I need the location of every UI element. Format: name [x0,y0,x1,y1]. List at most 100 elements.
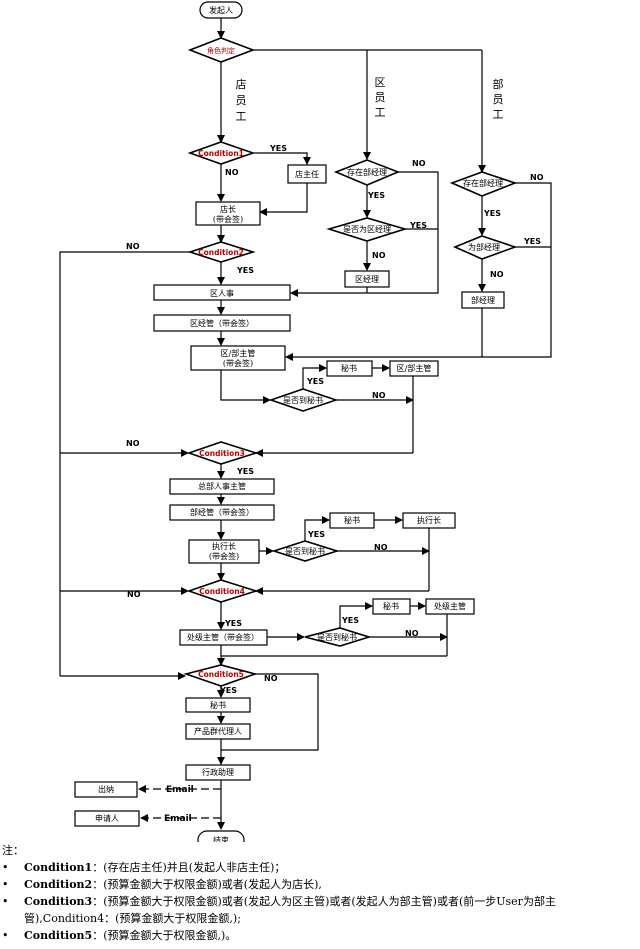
note-item: Condition5：(预算金额大于权限金额,)。 [0,927,640,944]
svg-text:员: 员 [236,94,247,107]
svg-text:NO: NO [372,251,386,260]
svg-text:总部人事主管: 总部人事主管 [198,481,246,491]
svg-text:员: 员 [493,93,504,106]
decision-role: 角色判定 [187,37,256,63]
note-key: Condition5 [24,929,93,942]
svg-text:角色判定: 角色判定 [207,46,235,55]
svg-text:(带会签): (带会签) [209,551,239,561]
box-hq-hr-head: 总部人事主管 [169,478,275,495]
svg-text:出纳: 出纳 [98,784,114,794]
svg-text:区经管（带会签）: 区经管（带会签） [190,318,254,328]
note-text: ：(存在店主任)并且(发起人非店主任)； [92,861,286,874]
box-store-mgr: 店主任 [287,164,327,184]
decision-condition4: Condition4 [186,579,259,603]
svg-text:工: 工 [236,110,247,123]
svg-text:Email: Email [166,785,194,795]
branch-label-dept: 部 员 工 [493,77,504,121]
svg-text:Condition2: Condition2 [198,248,244,257]
svg-text:秘书: 秘书 [383,601,399,611]
box-product-agent: 产品群代理人 [185,723,251,740]
svg-text:存在部经理: 存在部经理 [347,167,387,177]
svg-text:店: 店 [236,77,247,91]
svg-text:区: 区 [375,76,386,89]
svg-text:Condition4: Condition4 [199,587,245,596]
svg-text:(带会签): (带会签) [213,214,243,224]
svg-text:NO: NO [264,674,278,683]
box-exec-head: 执行长 (带会签) [188,539,260,564]
decision-condition5: Condition5 [183,664,258,687]
decision-is-region-mgr: 是否为区经理 [326,217,408,242]
box-store-head: 店长 (带会签) [195,201,261,226]
svg-text:NO: NO [490,270,504,279]
svg-text:为部经理: 为部经理 [468,242,500,252]
svg-text:Condition5: Condition5 [198,670,244,679]
svg-text:YES: YES [367,191,385,200]
svg-text:区/部主管: 区/部主管 [221,348,256,358]
box-secretary3: 秘书 [372,598,411,615]
svg-text:行政助理: 行政助理 [202,767,234,777]
svg-text:NO: NO [374,543,388,552]
svg-text:是否为区经理: 是否为区经理 [343,224,391,234]
box-division-head2: 处级主管 [425,598,475,615]
svg-text:秘书: 秘书 [344,515,360,525]
connectors [59,18,552,830]
svg-text:区/部主管: 区/部主管 [397,363,432,373]
box-cashier: 出纳 [74,781,138,798]
svg-text:店主任: 店主任 [295,169,319,179]
box-applicant: 申请人 [74,810,140,827]
svg-text:处级主管（带会签）: 处级主管（带会签） [187,632,259,642]
box-region-manage: 区经管（带会签） [153,314,291,332]
notes-heading: 注： [2,844,24,857]
svg-text:存在部经理: 存在部经理 [463,178,503,188]
note-text: ：(预算金额大于权限金额,)。 [92,929,237,942]
svg-text:是否到秘书: 是否到秘书 [285,546,325,556]
svg-text:秘书: 秘书 [341,363,357,373]
svg-text:申请人: 申请人 [95,813,119,823]
svg-text:NO: NO [225,168,239,177]
svg-text:员: 员 [375,91,386,104]
end-terminal: 结束 [197,830,245,842]
box-dept-manage: 部经管（带会签） [169,504,275,521]
box-exec-head2: 执行长 [402,512,456,529]
svg-text:YES: YES [523,237,541,246]
svg-text:YES: YES [307,530,325,539]
box-secretary1: 秘书 [326,360,373,377]
box-admin-assistant: 行政助理 [185,764,251,781]
svg-text:NO: NO [412,159,426,168]
svg-text:部经理: 部经理 [471,295,495,305]
svg-text:工: 工 [493,108,504,121]
decision-to-secretary1: 是否到秘书 [268,388,339,412]
box-dept-mgr: 部经理 [461,291,505,309]
svg-text:Email: Email [164,814,192,824]
notes: 注： Condition1：(存在店主任)并且(发起人非店主任)； Condit… [0,842,640,944]
svg-text:Condition3: Condition3 [199,449,245,458]
decision-condition1: Condition1 [187,141,256,165]
edge-labels: YES NO NO YES YES NO NO YES YES NO NO YE… [126,144,544,824]
svg-text:部: 部 [493,77,504,91]
svg-text:(带会签): (带会签) [223,358,253,368]
svg-text:秘书: 秘书 [210,700,226,710]
decision-condition3: Condition3 [186,441,259,465]
flowchart: 发起人 结束 角色判定 Condition1 存在部经理 是否为区经理 存在部经… [59,1,552,842]
box-secretary4: 秘书 [185,697,251,713]
decision-is-dept-mgr: 为部经理 [452,235,518,260]
svg-text:YES: YES [219,686,237,695]
svg-text:执行长: 执行长 [212,541,236,551]
svg-text:区经理: 区经理 [355,274,379,284]
decision-to-secretary3: 是否到秘书 [304,627,372,647]
start-terminal: 发起人 [199,1,243,19]
note-text: ：(预算金额大于权限金额)或者(发起人为区主管)或者(发起人为部主管)或者(前一… [24,895,556,925]
box-region-dept-head: 区/部主管 (带会签) [190,345,286,371]
svg-text:YES: YES [236,266,254,275]
box-secretary2: 秘书 [329,512,375,529]
note-key: Condition3 [24,895,93,908]
decision-has-dept-mgr: 存在部经理 [449,171,518,197]
note-item: Condition1：(存在店主任)并且(发起人非店主任)； [0,859,640,876]
svg-text:工: 工 [375,106,386,119]
svg-text:YES: YES [341,616,359,625]
svg-text:YES: YES [306,377,324,386]
svg-text:NO: NO [372,391,386,400]
svg-text:区人事: 区人事 [210,288,234,298]
svg-text:YES: YES [224,619,242,628]
note-key: Condition2 [24,878,93,891]
